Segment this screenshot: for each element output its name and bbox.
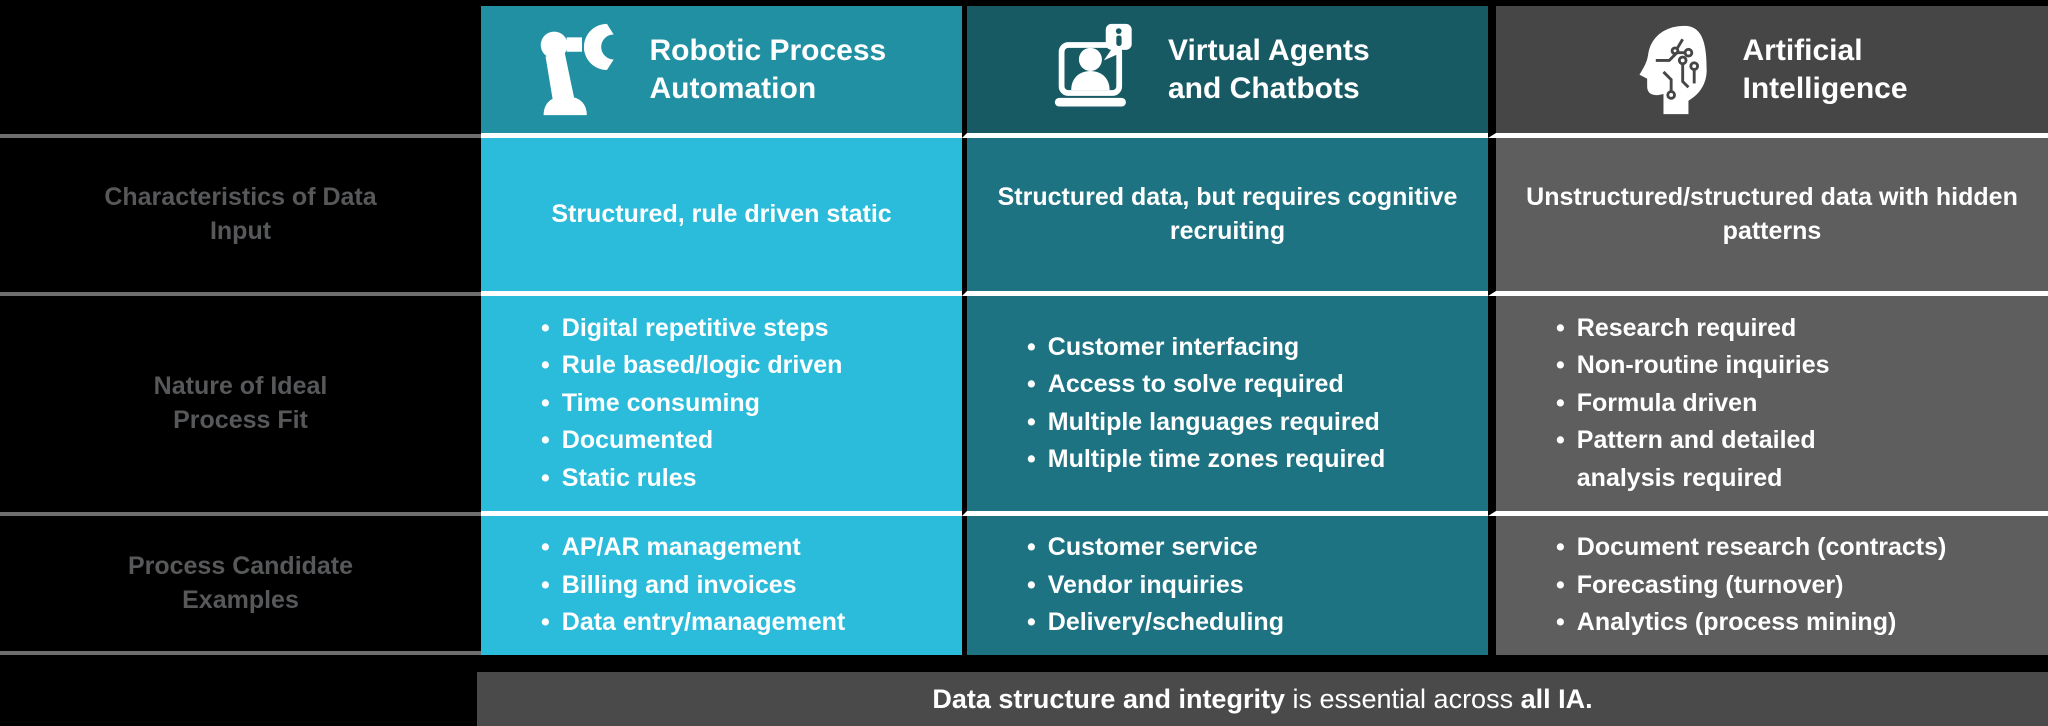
list-item: Billing and invoices: [541, 567, 845, 605]
bullet-list: Customer service Vendor inquiries Delive…: [967, 529, 1294, 642]
list-item: Time consuming: [541, 385, 842, 423]
list-item: Multiple languages required: [1027, 404, 1385, 442]
virtual-agent-laptop-icon: [1052, 22, 1148, 118]
bullet-list: Customer interfacing Access to solve req…: [967, 329, 1395, 479]
column-title: Artificial Intelligence: [1742, 34, 1908, 105]
cell-virtual-agents-characteristics: Structured data, but requires cognitive …: [962, 138, 1488, 296]
footer-bold-lead: Data structure and integrity: [932, 683, 1285, 714]
column-header-rpa: Robotic Process Automation: [481, 6, 962, 138]
row-label-characteristics: Characteristics of Data Input: [0, 138, 481, 296]
list-item: Vendor inquiries: [1027, 567, 1284, 605]
list-item: Customer interfacing: [1027, 329, 1385, 367]
column-title: Robotic Process Automation: [649, 34, 887, 105]
cell-ai-characteristics: Unstructured/structured data with hidden…: [1488, 138, 2048, 296]
list-item: Rule based/logic driven: [541, 347, 843, 385]
list-item: Access to solve required: [1027, 366, 1385, 404]
column-header-ai: Artificial Intelligence: [1488, 6, 2048, 138]
bullet-list: Document research (contracts) Forecastin…: [1496, 529, 1956, 642]
list-item: Data entry/management: [541, 604, 845, 642]
list-item: Formula driven: [1556, 385, 1882, 423]
row-label-nature: Nature of Ideal Process Fit: [0, 296, 481, 516]
list-item: Forecasting (turnover): [1556, 567, 1946, 605]
list-item: Multiple time zones required: [1027, 441, 1386, 479]
bullet-list: AP/AR management Billing and invoices Da…: [481, 529, 855, 642]
comparison-grid: Robotic Process Automation Virtual Agent…: [0, 0, 2048, 655]
list-item: Non-routine inquiries: [1556, 347, 1882, 385]
corner-spacer: [0, 6, 481, 138]
ai-circuit-head-icon: [1627, 22, 1723, 118]
list-item: Digital repetitive steps: [541, 310, 842, 348]
cell-rpa-examples: AP/AR management Billing and invoices Da…: [481, 516, 962, 655]
cell-virtual-agents-examples: Customer service Vendor inquiries Delive…: [962, 516, 1488, 655]
column-header-virtual-agents: Virtual Agents and Chatbots: [962, 6, 1488, 138]
footer-banner: Data structure and integrity is essentia…: [477, 672, 2048, 726]
column-title: Virtual Agents and Chatbots: [1168, 34, 1370, 105]
list-item: Research required: [1556, 310, 1882, 348]
row-label-examples: Process Candidate Examples: [0, 516, 481, 655]
footer-bold-tail: all IA.: [1520, 683, 1593, 714]
list-item: AP/AR management: [541, 529, 845, 567]
bullet-list: Research required Non-routine inquiries …: [1496, 310, 1892, 498]
cell-rpa-nature: Digital repetitive steps Rule based/logi…: [481, 296, 962, 516]
cell-ai-nature: Research required Non-routine inquiries …: [1488, 296, 2048, 516]
cell-ai-examples: Document research (contracts) Forecastin…: [1488, 516, 2048, 655]
list-item: Customer service: [1027, 529, 1284, 567]
list-item: Static rules: [541, 460, 842, 498]
robot-arm-icon: [534, 22, 630, 118]
bullet-list: Digital repetitive steps Rule based/logi…: [481, 310, 852, 498]
cell-rpa-characteristics: Structured, rule driven static: [481, 138, 962, 296]
list-item: Pattern and detailed analysis required: [1556, 422, 1882, 497]
list-item: Document research (contracts): [1556, 529, 1947, 567]
list-item: Analytics (process mining): [1556, 604, 1946, 642]
cell-virtual-agents-nature: Customer interfacing Access to solve req…: [962, 296, 1488, 516]
list-item: Delivery/scheduling: [1027, 604, 1284, 642]
footer-regular-text: is essential across: [1284, 683, 1521, 714]
list-item: Documented: [541, 422, 842, 460]
